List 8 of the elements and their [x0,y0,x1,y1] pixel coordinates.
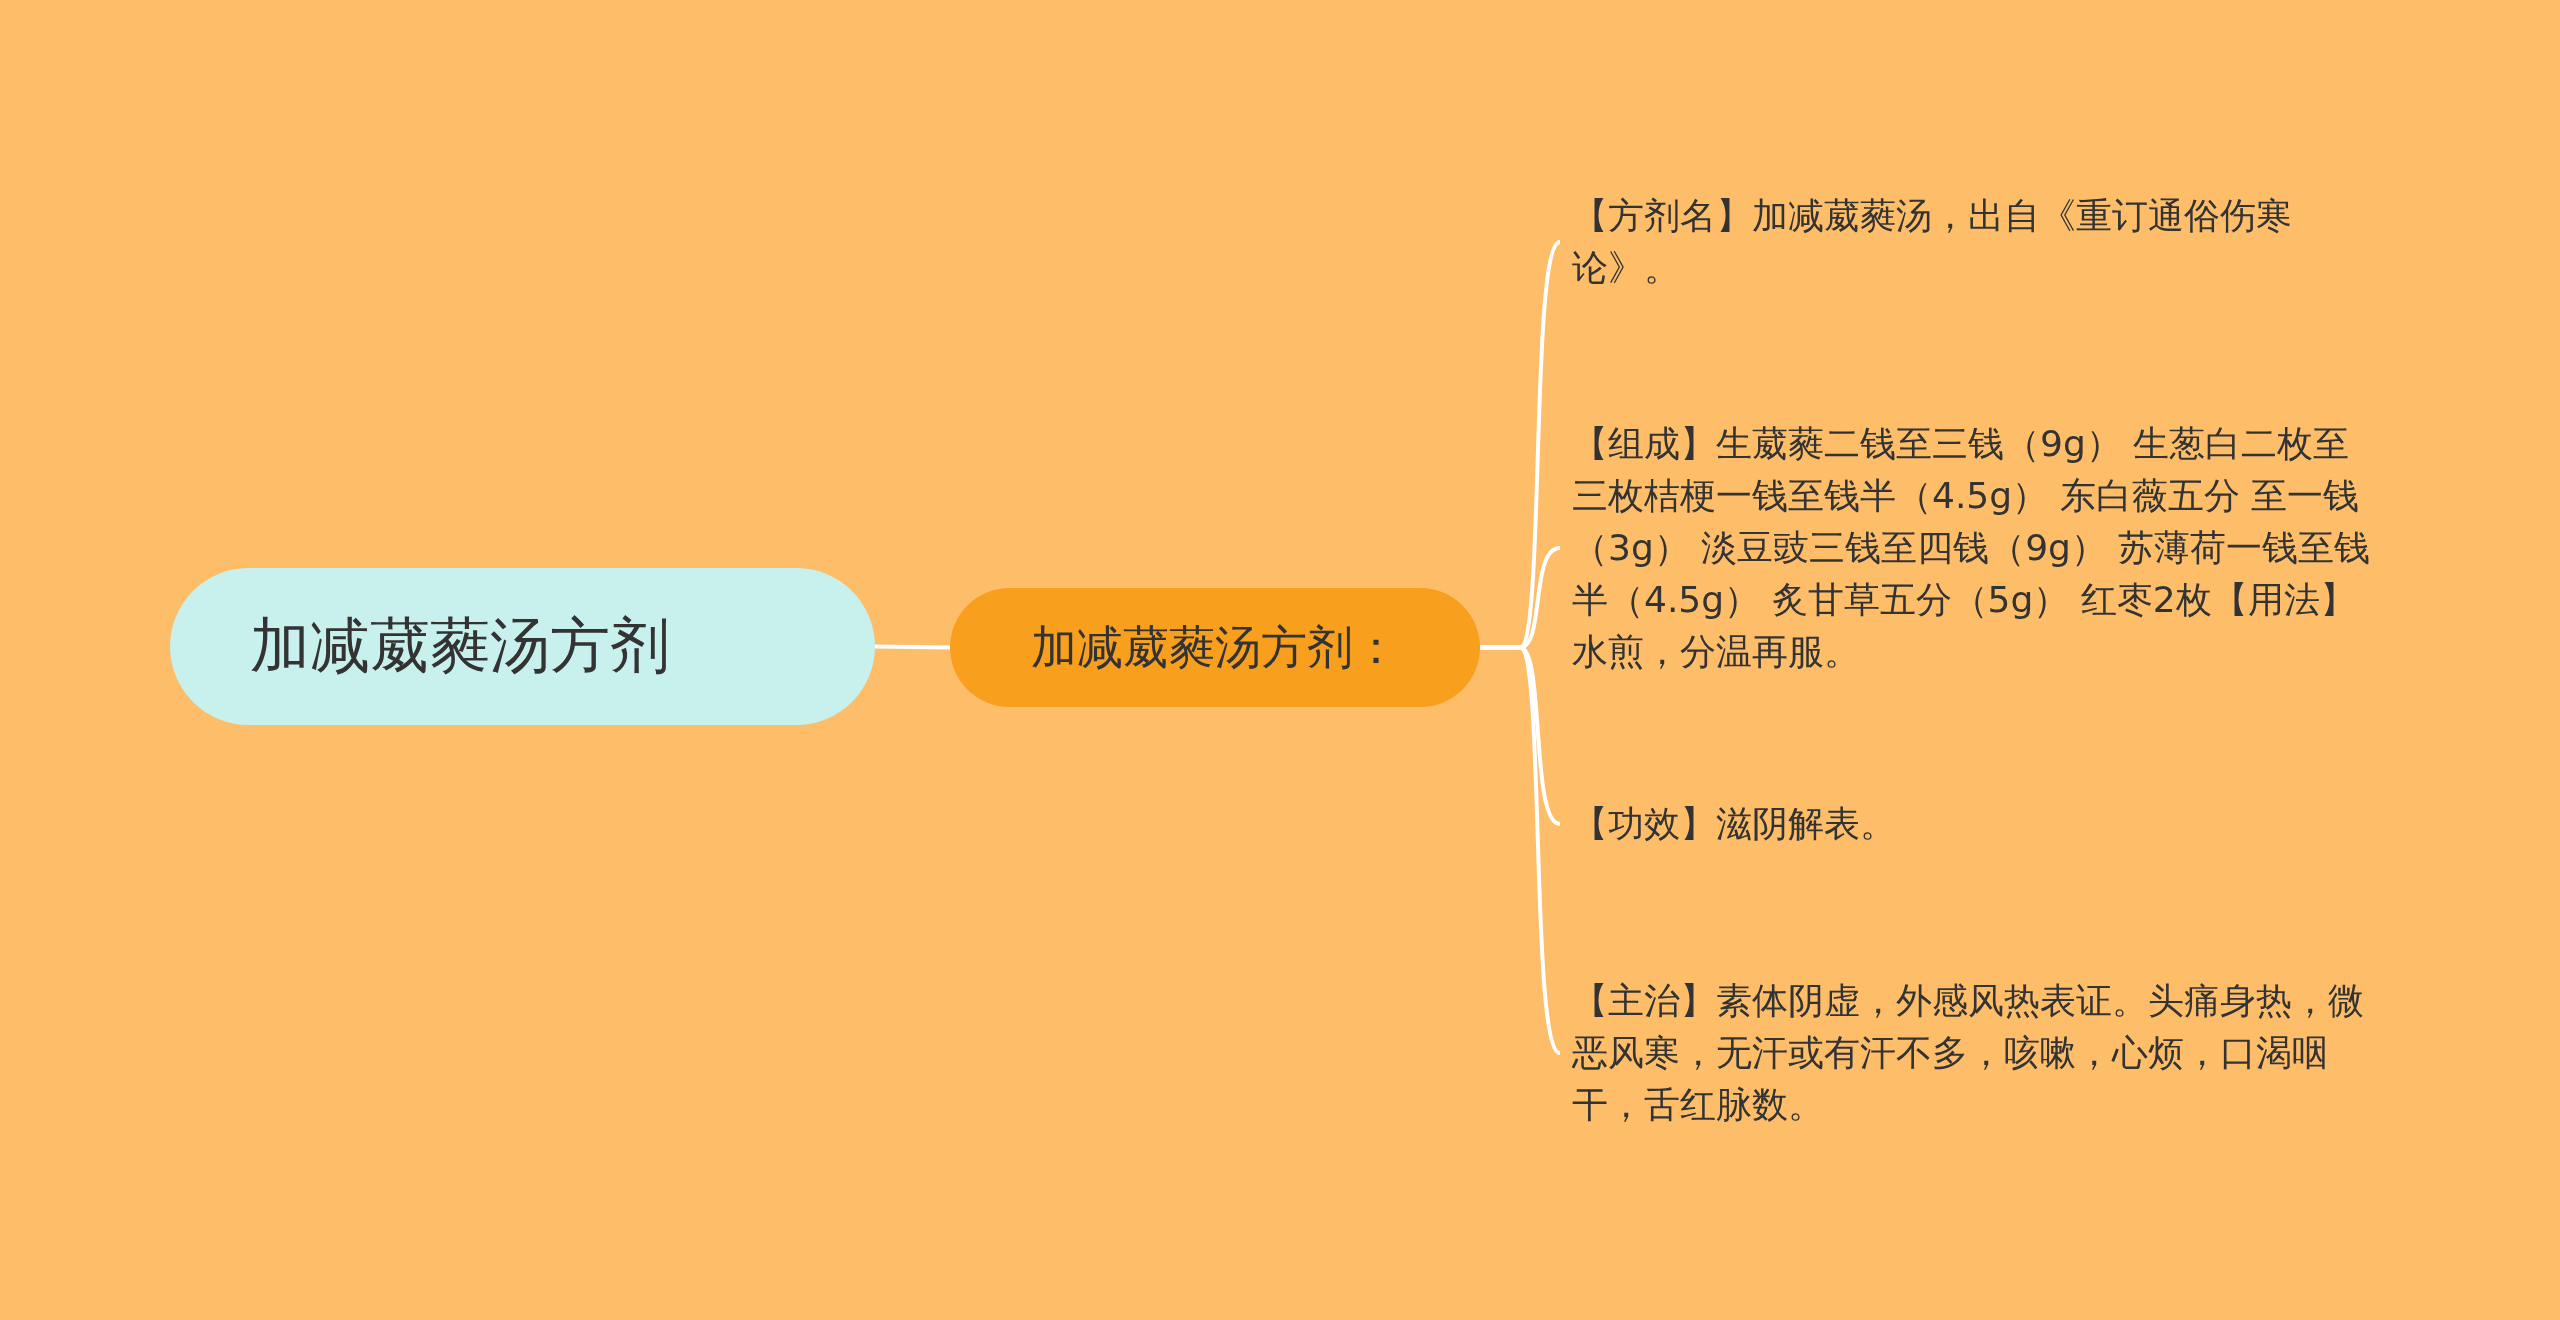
branch-text: 【组成】生葳蕤二钱至三钱（9g） 生葱白二枚至三枚桔梗一钱至钱半（4.5g） 东白薇五分 至一钱（3g） 淡豆豉三钱至四钱（9g） 苏薄荷一钱至钱半（4.5g） 炙甘草五分（5g） 红枣2枚【用法】水煎，分温再服。 [1572,418,2372,678]
branch-text: 【功效】滋阴解表。 [1572,798,2392,850]
connector-line [874,644,951,650]
topic-pill: 加减葳蕤汤方剂 [170,568,875,725]
connector-line [1480,645,1562,1055]
branch-text: 【方剂名】加减葳蕤汤，出自《重订通俗伤寒论》。 [1572,190,2392,294]
branch-text: 【主治】素体阴虚，外感风热表证。头痛身热，微恶风寒，无汗或有汗不多，咳嗽，心烦，口渴咽干，舌红脉数。 [1572,975,2392,1131]
subtopic-pill: 加减葳蕤汤方剂： [950,588,1480,707]
